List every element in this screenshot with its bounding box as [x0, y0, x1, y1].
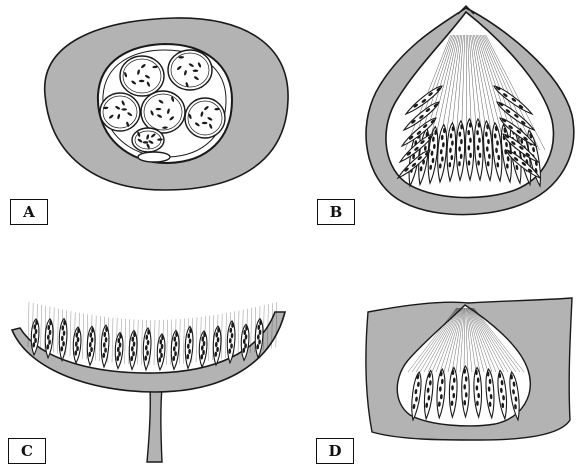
paraphysis	[41, 305, 42, 350]
spore	[202, 122, 208, 124]
spore	[121, 108, 127, 110]
spore-sac	[100, 93, 140, 131]
paraphysis	[112, 318, 113, 363]
spore	[465, 392, 468, 397]
paraphysis	[238, 311, 239, 356]
spore-sac	[141, 91, 185, 133]
panel-a-figure	[45, 18, 288, 190]
paraphysis	[99, 316, 100, 361]
spore	[463, 384, 466, 389]
paraphysis	[225, 313, 226, 358]
panel-label-b: B	[317, 199, 355, 225]
ascus	[212, 326, 221, 365]
spore	[463, 400, 466, 405]
ascus	[156, 334, 165, 370]
panel-label-a: A	[10, 199, 48, 225]
spore-sac	[168, 50, 212, 90]
ascus	[86, 326, 95, 365]
ascus	[72, 327, 81, 363]
ascus	[114, 332, 123, 368]
spore	[193, 70, 199, 72]
panel-d-figure	[366, 298, 572, 440]
paraphysis	[154, 320, 155, 365]
panel-b-figure	[366, 6, 574, 215]
panel-c-stalk	[147, 388, 162, 462]
paraphysis	[196, 317, 197, 362]
spore	[156, 108, 162, 110]
ascus	[184, 326, 193, 368]
paraphysis	[141, 320, 142, 365]
paraphysis	[83, 314, 84, 359]
paraphysis	[209, 316, 210, 361]
ascus	[58, 318, 67, 360]
paraphysis	[125, 319, 126, 364]
ascus	[198, 331, 207, 367]
paraphysis	[57, 309, 58, 354]
spore	[465, 376, 468, 381]
ascus	[100, 325, 109, 367]
ascus	[142, 328, 151, 370]
spore	[463, 368, 466, 373]
panel-label-d: D	[316, 438, 354, 464]
panel-c-figure	[12, 302, 285, 462]
paraphysis	[183, 319, 184, 364]
panel-a-oil-droplet	[138, 152, 170, 162]
paraphysis	[70, 311, 71, 356]
spore	[139, 80, 145, 82]
paraphysis	[167, 320, 168, 365]
ascus	[170, 330, 179, 369]
spore	[143, 141, 149, 143]
ascus	[128, 330, 137, 369]
panel-label-c: C	[8, 438, 46, 464]
